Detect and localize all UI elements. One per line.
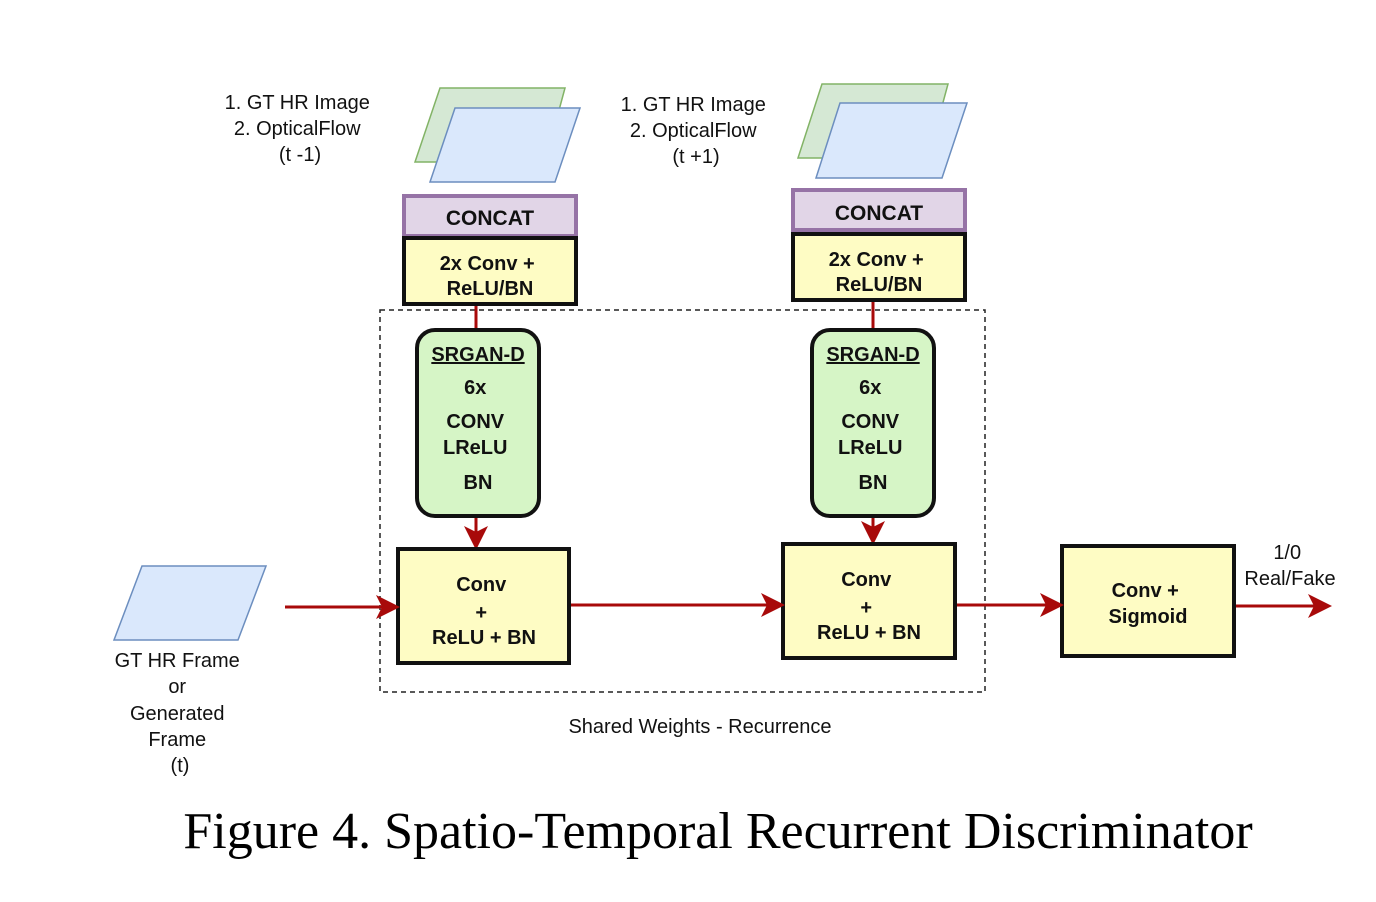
conv-sigmoid-line-2: Sigmoid	[1109, 606, 1188, 628]
conv-sigmoid-block	[1060, 544, 1236, 658]
input-label-left-line-2: 2. OpticalFlow	[234, 118, 361, 140]
conv2x-label-left-line-2: ReLU/BN	[447, 278, 534, 300]
output-line-2: Real/Fake	[1244, 568, 1335, 590]
srgan-right-line-4: BN	[859, 472, 888, 494]
input-label-left: 1. GT HR Image 2. OpticalFlow (t -1)	[225, 92, 376, 166]
srgan-left-line-4: BN	[464, 472, 493, 494]
srgan-title-left: SRGAN-D	[431, 344, 524, 366]
gt-hr-image-shape-right	[814, 102, 969, 179]
input-label-left-line-1: 1. GT HR Image	[225, 92, 370, 114]
conv-label-left: Conv + ReLU + BN	[432, 574, 536, 649]
input-image-stack-left	[413, 87, 582, 183]
input-label-right-line-2: 2. OpticalFlow	[630, 120, 757, 142]
current-frame-line-4: Frame	[148, 729, 206, 751]
conv2x-label-left-line-1: 2x Conv +	[440, 253, 535, 275]
conv2x-label-right-line-2: ReLU/BN	[836, 274, 923, 296]
conv-label-right: Conv + ReLU + BN	[817, 569, 921, 644]
srgan-right-line-2: CONV	[841, 411, 899, 433]
current-frame-line-3: Generated	[130, 703, 225, 725]
output-line-1: 1/0	[1273, 542, 1301, 564]
srgan-left-line-1: 6x	[464, 377, 486, 399]
conv-block-left	[396, 547, 571, 665]
current-frame-shape	[112, 565, 268, 641]
conv2x-label-right: 2x Conv + ReLU/BN	[829, 249, 930, 296]
srgan-block-right	[810, 328, 936, 518]
conv-right-line-2: +	[860, 597, 872, 619]
concat-label-left: CONCAT	[446, 207, 534, 230]
conv2x-block-right	[791, 232, 967, 302]
conv-sigmoid-label: Conv + Sigmoid	[1109, 580, 1188, 628]
concat-label-right: CONCAT	[835, 202, 923, 225]
gt-hr-image-shape-left	[428, 107, 582, 183]
current-frame-line-1: GT HR Frame	[115, 650, 240, 672]
conv-right-line-3: ReLU + BN	[817, 622, 921, 644]
conv-left-line-2: +	[475, 602, 487, 624]
shared-weights-label: Shared Weights - Recurrence	[568, 716, 831, 738]
conv2x-label-right-line-1: 2x Conv +	[829, 249, 924, 271]
input-label-right-line-1: 1. GT HR Image	[621, 94, 766, 116]
conv-right-line-1: Conv	[841, 569, 892, 591]
input-label-left-line-3: (t -1)	[279, 144, 321, 166]
srgan-left-line-3: LReLU	[443, 437, 507, 459]
srgan-right-line-3: LReLU	[838, 437, 902, 459]
figure-caption: Figure 4. Spatio-Temporal Recurrent Disc…	[183, 803, 1252, 860]
srgan-lines-left: 6x CONV LReLU BN	[443, 377, 513, 494]
concat-block-right	[791, 188, 967, 232]
srgan-left-line-2: CONV	[446, 411, 504, 433]
shared-weights-region	[379, 309, 986, 693]
srgan-lines-right: 6x CONV LReLU BN	[838, 377, 908, 494]
input-label-right: 1. GT HR Image 2. OpticalFlow (t +1)	[621, 94, 772, 168]
srgan-right-line-1: 6x	[859, 377, 881, 399]
conv-left-line-1: Conv	[456, 574, 507, 596]
conv-left-line-3: ReLU + BN	[432, 627, 536, 649]
concat-block-left	[402, 194, 578, 238]
output-label: 1/0 Real/Fake	[1244, 542, 1335, 590]
current-frame-line-2: or	[168, 676, 186, 698]
conv-sigmoid-line-1: Conv +	[1112, 580, 1179, 602]
conv2x-label-left: 2x Conv + ReLU/BN	[440, 253, 541, 300]
input-image-stack-right	[796, 83, 969, 179]
input-label-right-line-3: (t +1)	[672, 146, 719, 168]
current-frame-label: GT HR Frame or Generated Frame (t)	[115, 650, 246, 777]
srgan-block-left	[415, 328, 541, 518]
conv2x-block-left	[402, 236, 578, 306]
current-frame-line-5: (t)	[171, 755, 190, 777]
srgan-title-right: SRGAN-D	[826, 344, 919, 366]
